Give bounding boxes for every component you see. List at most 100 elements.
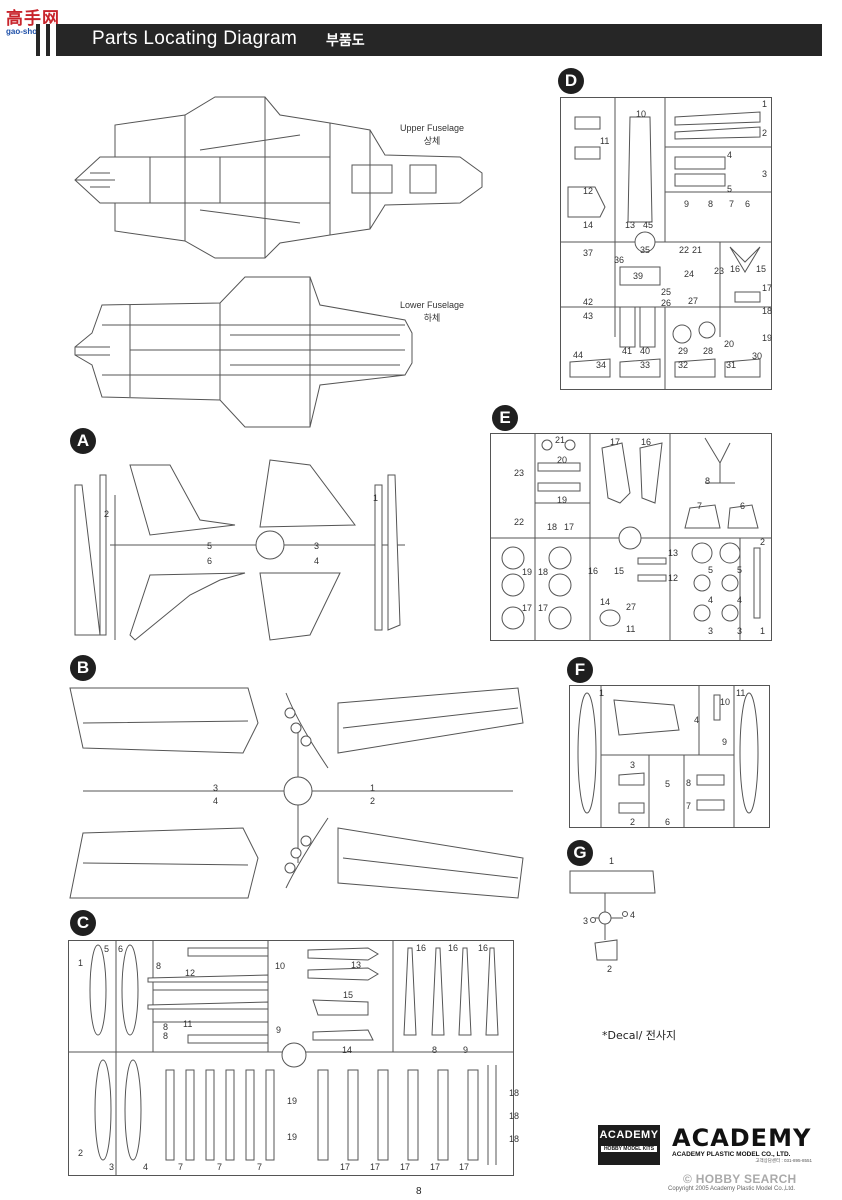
part-number: 8 [708,199,714,209]
part-number: 3 [630,760,636,770]
part-number: 2 [762,128,768,138]
upper-fuselage-label: Upper Fuselage 상체 [399,123,465,146]
sprue-F-drawing [577,685,759,828]
part-number: 39 [633,271,644,281]
part-number: 3 [109,1162,115,1172]
part-number: 16 [641,437,652,447]
part-number: 18 [762,306,773,316]
header-bar: Parts Locating Diagram 부품도 [36,24,822,56]
part-number: 28 [703,346,714,356]
part-number: 1 [599,688,605,698]
part-number: 15 [343,990,354,1000]
sprue-G-badge: G [567,840,593,866]
part-number: 3 [708,626,714,636]
part-number: 1 [78,958,84,968]
part-number: 36 [614,255,625,265]
part-number: 5 [207,541,213,551]
part-number: 6 [745,199,751,209]
part-number: 14 [583,220,594,230]
page-title: Parts Locating Diagram [92,28,298,49]
lower-fuselage-label: Lower Fuselage 하체 [399,300,465,323]
part-number: 37 [583,248,594,258]
part-number: 4 [213,796,219,806]
lower-fuselage-drawing [74,276,413,428]
part-number: 12 [583,186,594,196]
part-number: 6 [740,501,746,511]
part-number: 16 [478,943,489,953]
part-number: 18 [509,1134,520,1144]
part-number: 2 [760,537,766,547]
part-number: 2 [630,817,636,827]
part-number: 2 [607,964,613,974]
part-number: 16 [730,264,741,274]
part-number: 5 [708,565,714,575]
sprue-A-drawing [74,459,405,641]
part-number: 26 [661,298,672,308]
missile-group [403,947,499,1036]
part-number: 24 [684,269,695,279]
part-number: 4 [143,1162,149,1172]
part-number: 23 [514,468,525,478]
part-number: 6 [118,944,124,954]
part-number: 3 [762,169,768,179]
part-number: 5 [727,184,733,194]
part-number: 19 [522,567,533,577]
part-number: 19 [287,1132,298,1142]
part-number: 8 [686,778,692,788]
sprue-E-badge: E [492,405,518,431]
part-number: 9 [463,1045,469,1055]
part-number: 42 [583,297,594,307]
part-number: 4 [727,150,733,160]
page-number: 8 [416,1186,422,1197]
part-number: 21 [555,435,566,445]
part-number: 13 [668,548,679,558]
part-number: 7 [697,501,703,511]
hobbysearch-watermark: © HOBBY SEARCH [683,1172,797,1186]
part-number: 45 [643,220,654,230]
part-number: 11 [736,688,746,698]
part-number: 16 [416,943,427,953]
copyright-text: Copyright 2005 Academy Plastic Model Co.… [668,1186,796,1192]
part-number: 29 [678,346,689,356]
academy-logo: ACADEMY ACADEMY PLASTIC MODEL CO., LTD. … [672,1124,812,1163]
sprue-D-badge: D [558,68,584,94]
part-number: 19 [287,1096,298,1106]
part-number: 22 [514,517,525,527]
part-number: 34 [596,360,607,370]
sprue-C-badge: C [70,910,96,936]
part-number: 14 [600,597,611,607]
part-number: 15 [614,566,625,576]
sprue-G-drawing [569,870,656,961]
part-number: 31 [726,360,737,370]
part-number: 11 [183,1019,193,1029]
part-number: 1 [373,493,379,503]
part-number: 17 [610,437,621,447]
part-number: 4 [737,595,743,605]
part-number: 13 [351,960,362,970]
part-number: 30 [752,351,763,361]
part-number: 17 [564,522,575,532]
part-number: 15 [756,264,767,274]
part-number: 5 [104,944,110,954]
part-number: 44 [573,350,584,360]
part-number: 41 [622,346,633,356]
part-number: 17 [400,1162,411,1172]
sprue-A-badge: A [70,428,96,454]
part-number: 4 [694,715,700,725]
part-number: 8 [156,961,162,971]
part-number: 11 [600,136,610,146]
bomb-group [165,1069,479,1161]
part-number: 16 [448,943,459,953]
decal-note: *Decal/ 전사지 [602,1029,677,1042]
part-number: 1 [609,856,615,866]
part-number: 5 [737,565,743,575]
part-number: 16 [588,566,599,576]
part-number: 19 [762,333,773,343]
part-number: 27 [626,602,637,612]
part-number: 1 [762,99,768,109]
part-number: 10 [636,109,647,119]
part-number: 1 [760,626,766,636]
part-number: 4 [708,595,714,605]
part-number: 19 [557,495,568,505]
part-number: 32 [678,360,689,370]
